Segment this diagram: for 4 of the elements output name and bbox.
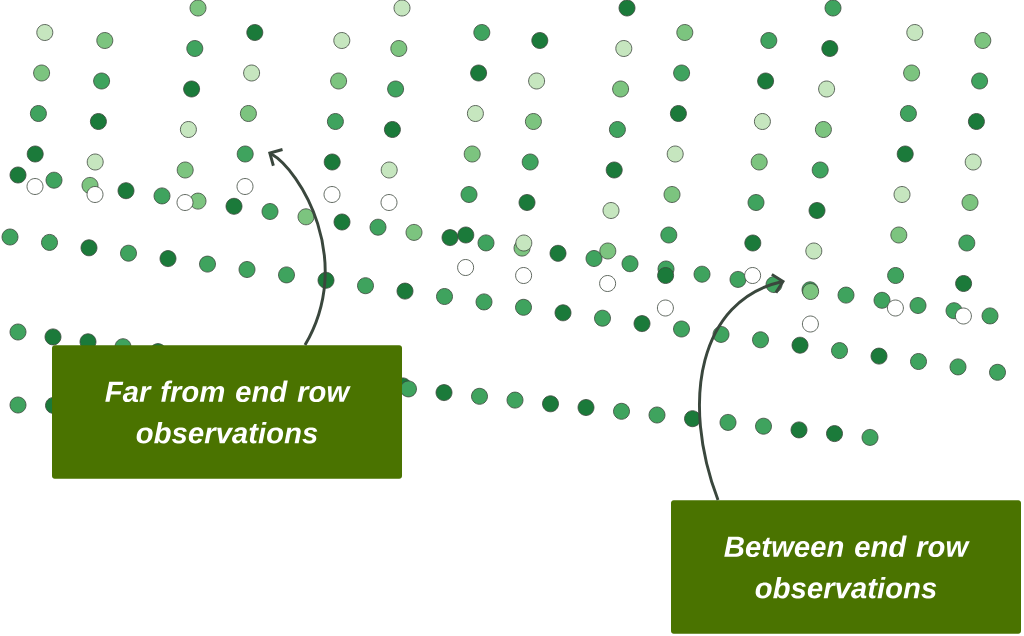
callout-box: Far from end row observations: [52, 345, 402, 479]
curved-arrow: [268, 148, 327, 346]
callout-box: Between end row observations: [671, 500, 1021, 634]
curved-arrow: [698, 273, 785, 501]
